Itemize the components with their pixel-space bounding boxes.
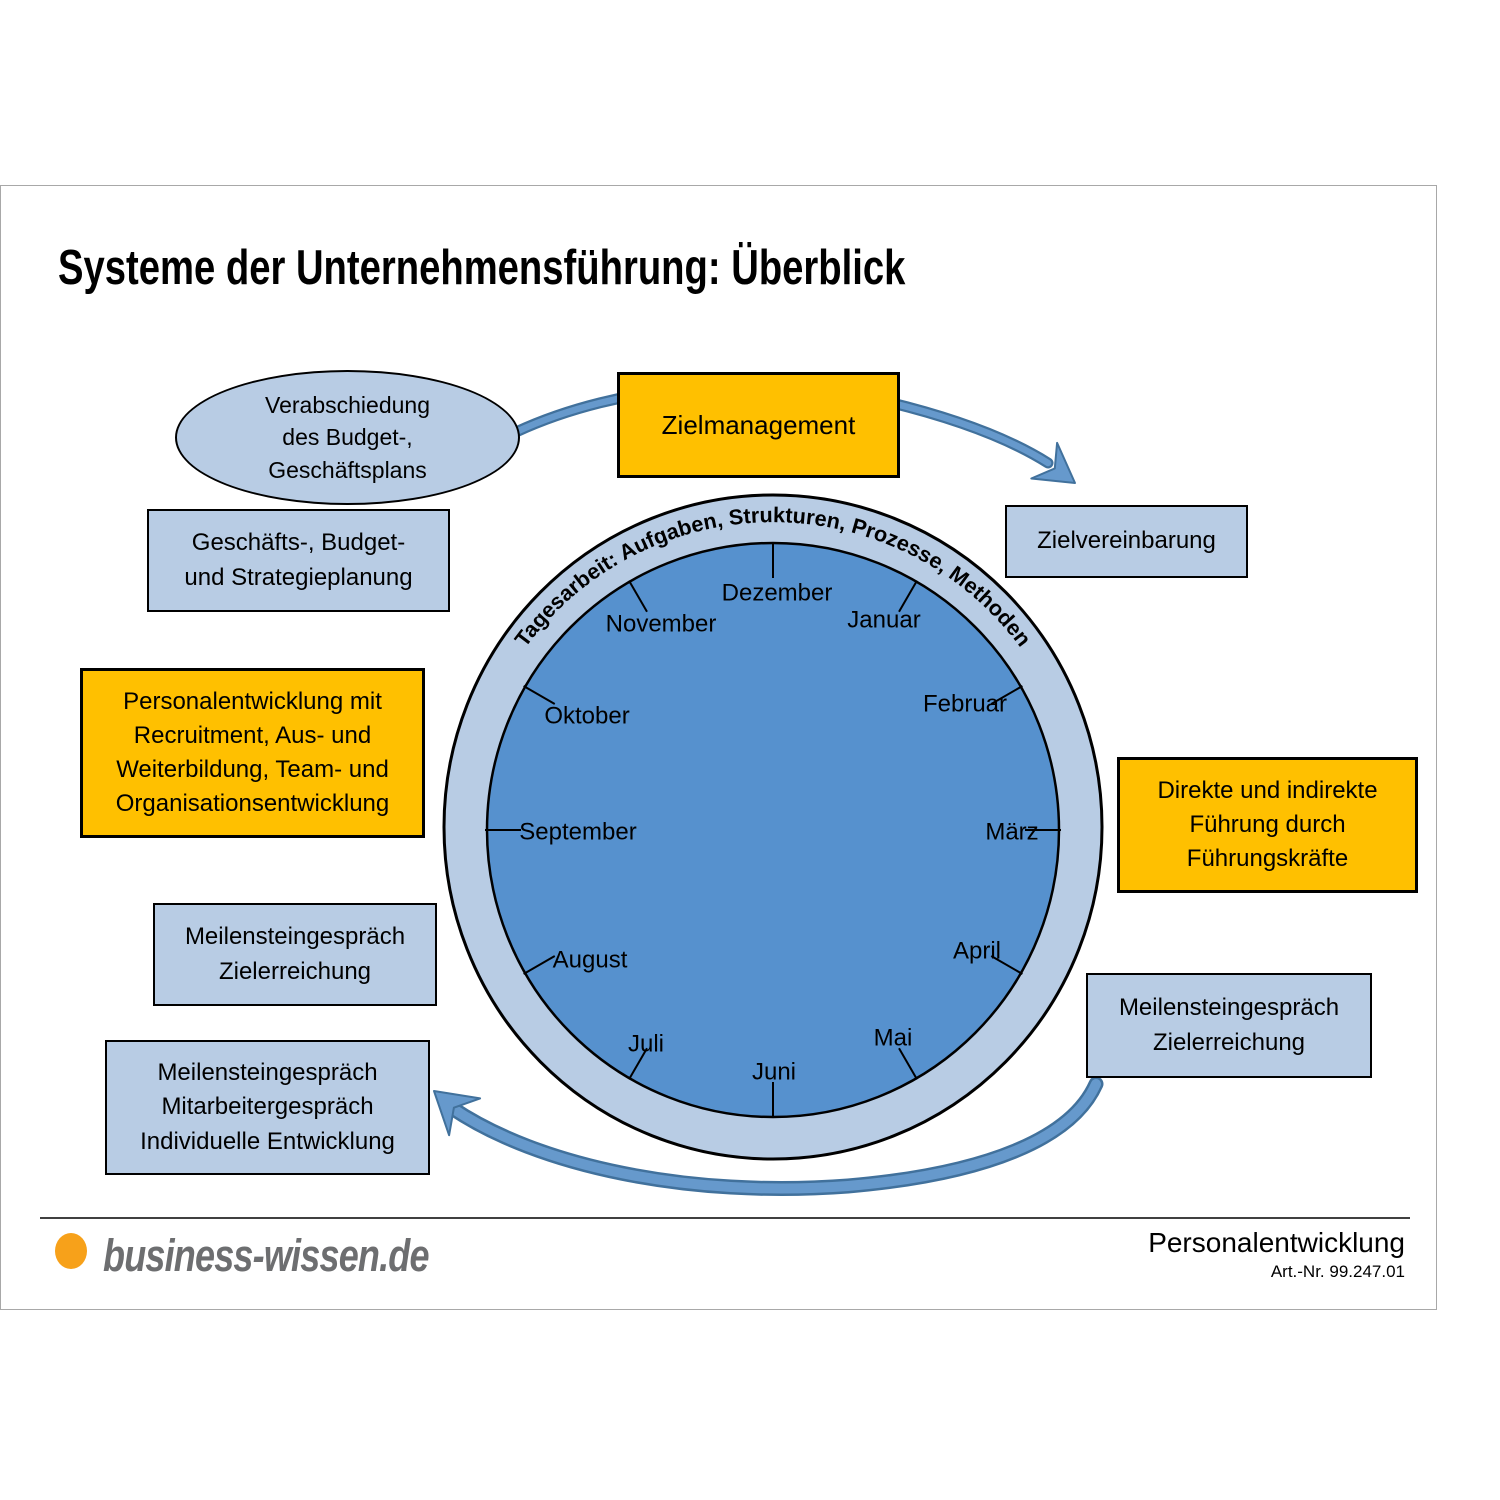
month-tick <box>523 955 556 975</box>
node-zielmanagement: Zielmanagement <box>617 372 900 478</box>
month-label: September <box>519 818 636 845</box>
month-label: Oktober <box>544 702 629 729</box>
footer-doc-title: Personalentwicklung <box>1148 1227 1405 1258</box>
node-meilenstein-unten-label: Meilensteingespräch Mitarbeitergespräch … <box>140 1059 395 1155</box>
node-meilenstein-rechts-label: Meilensteingespräch Zielerreichung <box>1118 994 1340 1056</box>
node-meilenstein-unten: Meilensteingespräch Mitarbeitergespräch … <box>105 1040 430 1175</box>
node-direkte-fuehrung: Direkte und indirekte Führung durch Führ… <box>1117 757 1418 893</box>
month-label: August <box>553 946 628 973</box>
month-label: Dezember <box>722 579 833 606</box>
logo-dot-icon <box>55 1233 87 1269</box>
month-tick <box>990 955 1023 975</box>
month-label: März <box>985 818 1038 845</box>
month-label: Mai <box>874 1024 913 1051</box>
node-meilenstein-links: Meilensteingespräch Zielerreichung <box>153 903 437 1006</box>
node-meilenstein-rechts: Meilensteingespräch Zielerreichung <box>1086 973 1372 1078</box>
month-label: Januar <box>847 606 920 633</box>
node-verabschiedung-ellipse: Verabschiedung des Budget-, Geschäftspla… <box>175 370 520 505</box>
month-label: Februar <box>923 690 1007 717</box>
arrow-bottom-head-icon <box>433 1090 482 1137</box>
node-zielmanagement-label: Zielmanagement <box>661 409 856 440</box>
page-title: Systeme der Unternehmensführung: Überbli… <box>58 241 906 295</box>
arrow-bottom-connector <box>447 1079 1101 1194</box>
node-geschaefts-budget-label: Geschäfts-, Budget- und Strategieplanung <box>184 529 413 591</box>
node-personalentwicklung: Personalentwicklung mit Recruitment, Aus… <box>80 668 425 838</box>
month-label: Juni <box>752 1058 796 1085</box>
month-tick <box>898 580 918 613</box>
footer-article-number: Art.-Nr. 99.247.01 <box>1270 1262 1405 1281</box>
month-tick <box>628 1047 648 1080</box>
month-tick <box>990 685 1023 705</box>
node-personalentwicklung-label: Personalentwicklung mit Recruitment, Aus… <box>115 687 390 818</box>
month-tick <box>523 685 556 705</box>
logo-text: business-wissen.de <box>103 1230 430 1281</box>
node-direkte-fuehrung-label: Direkte und indirekte Führung durch Führ… <box>1157 776 1378 873</box>
node-verabschiedung-label: Verabschiedung des Budget-, Geschäftspla… <box>265 391 430 483</box>
node-geschaefts-budget: Geschäfts-, Budget- und Strategieplanung <box>147 509 450 612</box>
month-label: April <box>953 937 1001 964</box>
footer-divider <box>40 1217 1410 1219</box>
month-label: Juli <box>628 1030 664 1057</box>
month-tick <box>898 1047 918 1080</box>
arrow-top-head-icon <box>1030 441 1076 484</box>
node-zielvereinbarung: Zielvereinbarung <box>1005 505 1248 578</box>
month-label: November <box>606 610 717 637</box>
node-meilenstein-links-label: Meilensteingespräch Zielerreichung <box>184 923 406 985</box>
month-tick <box>628 580 648 613</box>
node-zielvereinbarung-label: Zielvereinbarung <box>1037 527 1216 555</box>
